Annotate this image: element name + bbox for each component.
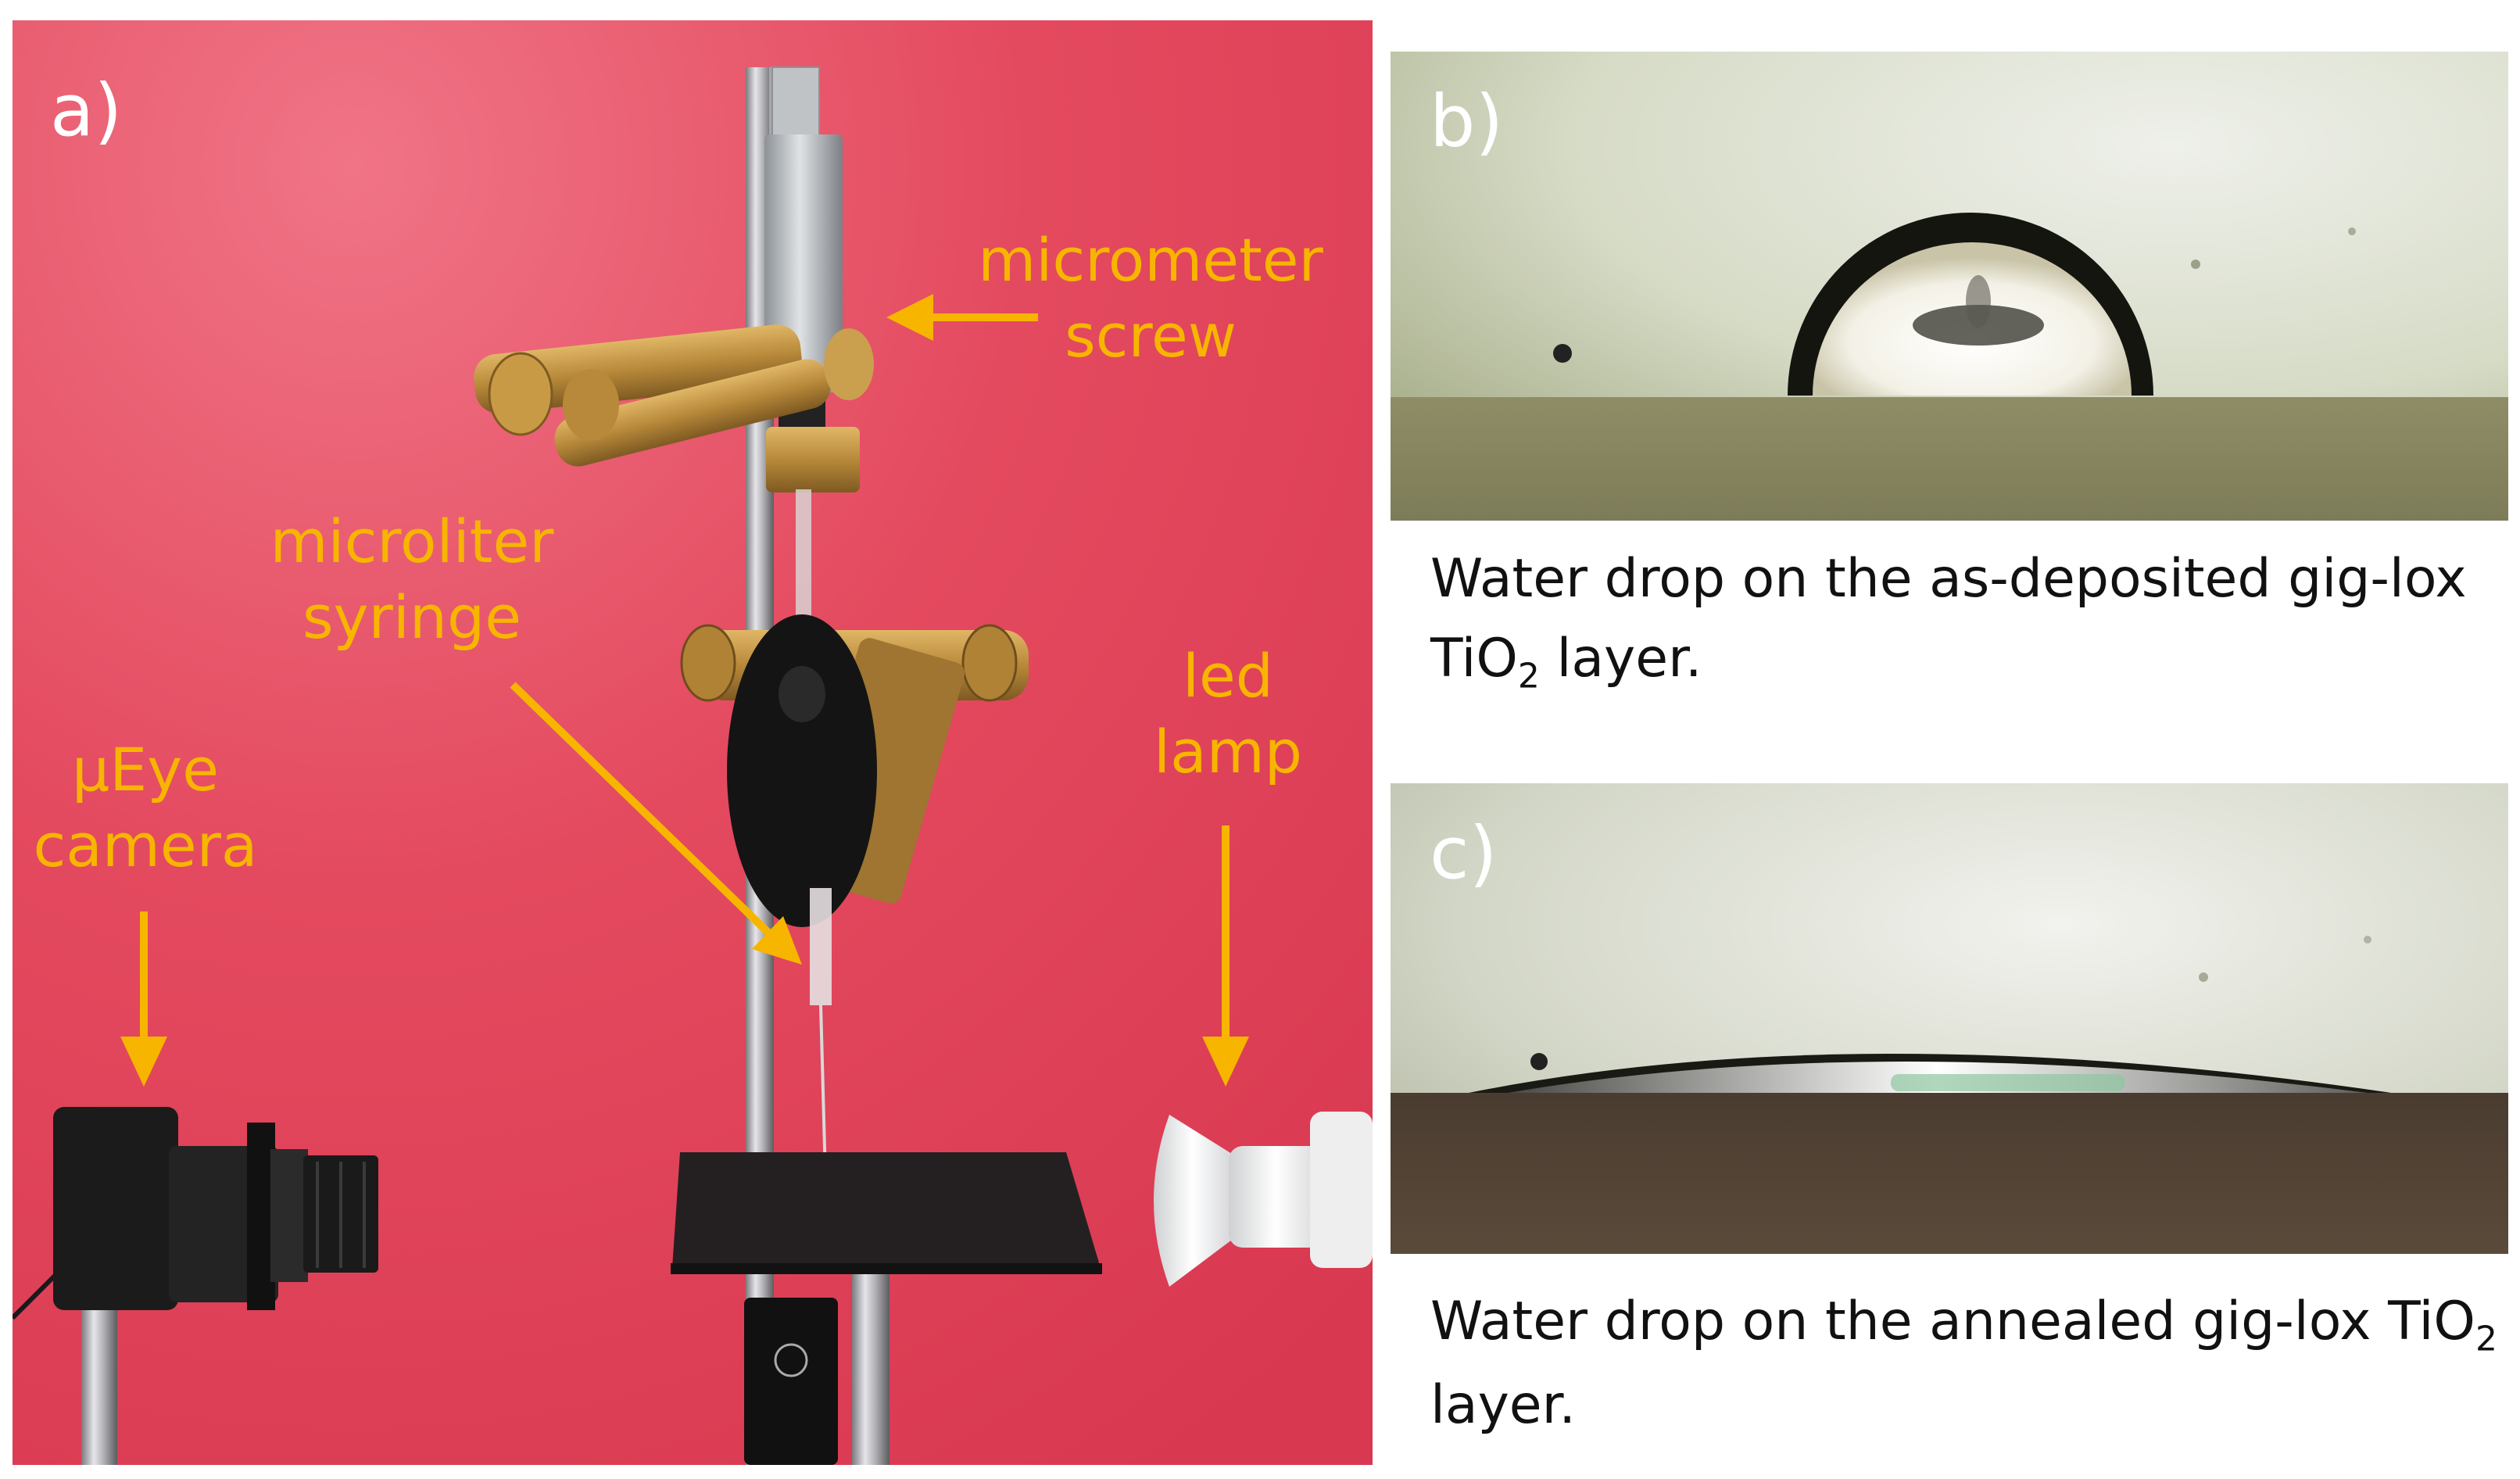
panel-c-letter: c) [1430,811,1498,895]
drop-annealed-image [1391,783,2508,1254]
pointer-arrows [120,294,1249,1087]
panel-c-drop-image: c) [1391,783,2508,1254]
label-micrometer-screw: micrometer screw [978,225,1323,371]
caption-b: Water drop on the as-deposited gig-lox T… [1430,548,2467,697]
panel-a-letter: a) [50,69,123,152]
panel-a-photo: a) micrometer screw microliter syringe µ… [13,20,1373,1465]
drop-as-deposited-image [1391,52,2508,521]
label-camera: µEye camera [33,735,258,881]
label-led-lamp: led lamp [1154,641,1302,787]
caption-c: Water drop on the annealed gig-lox TiO2 … [1430,1291,2497,1436]
panel-b-letter: b) [1430,80,1504,163]
panel-b-drop-image: b) [1391,52,2508,521]
setup-photo [13,20,1373,1465]
label-microliter-syringe: microliter syringe [270,507,554,653]
